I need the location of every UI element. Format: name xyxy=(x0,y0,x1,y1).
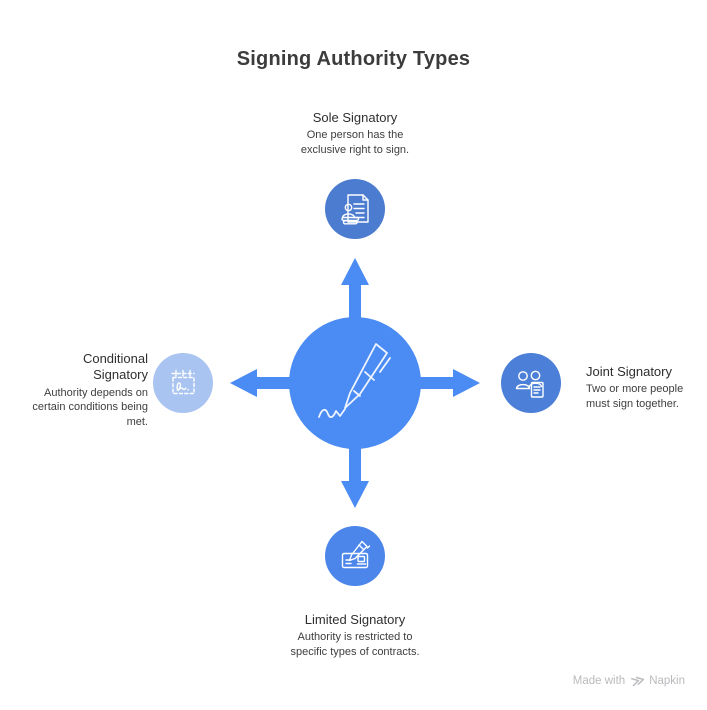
node-sole-circle xyxy=(325,179,385,239)
node-limited-circle xyxy=(325,526,385,586)
hub-graphic xyxy=(230,258,480,508)
person-document-icon xyxy=(341,194,369,225)
watermark-brand: Napkin xyxy=(649,675,685,687)
node-conditional-circle xyxy=(153,353,213,413)
node-joint-circle xyxy=(501,353,561,413)
signature-field-icon xyxy=(171,369,195,395)
node-sole-text: Sole Signatory One person has the exclus… xyxy=(275,110,435,157)
node-conditional-label: Conditional Signatory xyxy=(82,351,148,383)
node-joint-text: Joint Signatory Two or more people must … xyxy=(586,364,700,411)
pen-writing-icon xyxy=(318,343,391,418)
napkin-logo-icon xyxy=(631,676,645,687)
node-limited-description: Authority is restricted to specific type… xyxy=(290,631,420,658)
node-conditional-text: Conditional Signatory Authority depends … xyxy=(18,351,148,429)
node-sole-description: One person has the exclusive right to si… xyxy=(300,129,410,156)
people-document-icon xyxy=(515,370,544,398)
page-title: Signing Authority Types xyxy=(236,48,471,70)
node-sole-label: Sole Signatory xyxy=(312,110,398,125)
node-limited-label: Limited Signatory xyxy=(304,612,406,627)
watermark-prefix: Made with xyxy=(572,675,626,687)
watermark: Made with Napkin xyxy=(573,674,685,688)
node-conditional-description: Authority depends on certain conditions … xyxy=(32,386,148,428)
node-limited-text: Limited Signatory Authority is restricte… xyxy=(283,612,427,659)
pen-signing-check-icon xyxy=(341,540,371,569)
node-joint-description: Two or more people must sign together. xyxy=(586,383,684,410)
node-joint-label: Joint Signatory xyxy=(586,364,672,379)
